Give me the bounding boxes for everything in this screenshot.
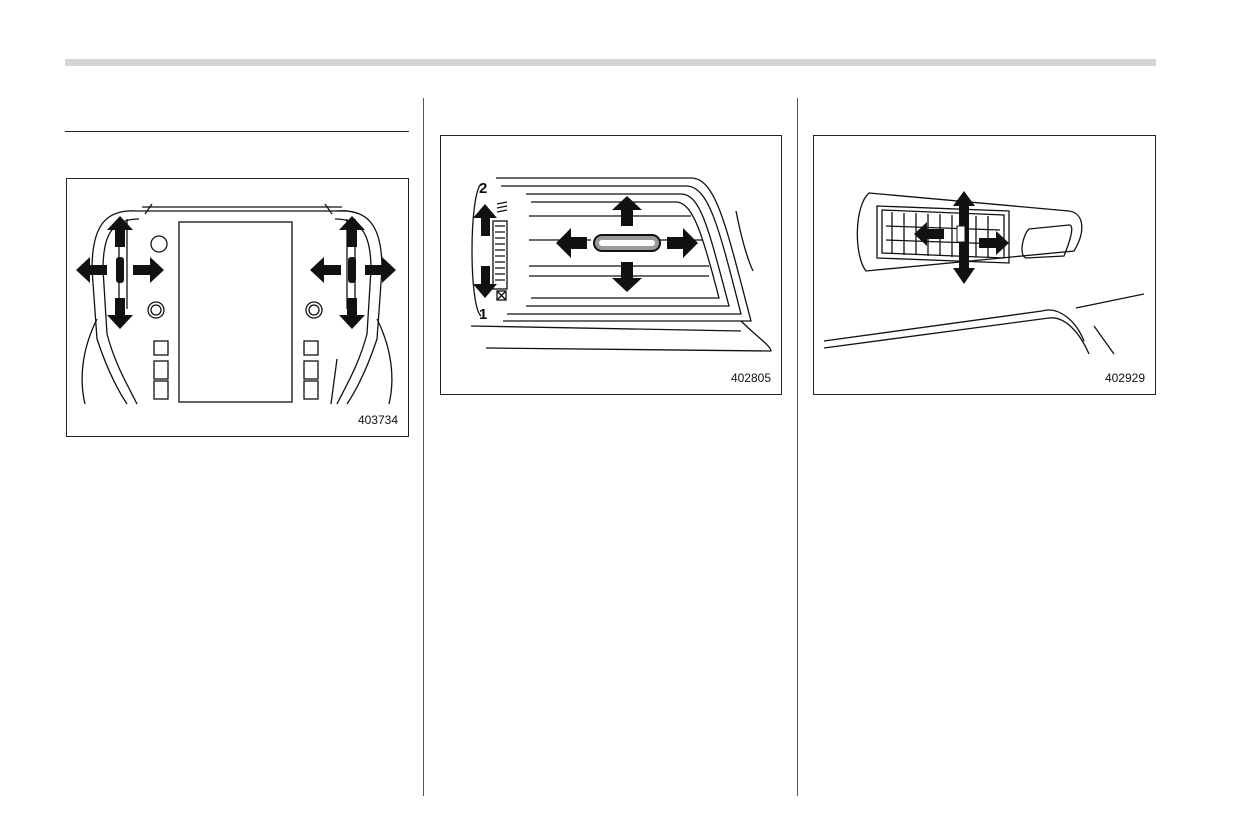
slot-vent-illustration	[823, 191, 1145, 355]
figure-side-vent-wheel: 2 1 402805	[440, 135, 782, 395]
label-open: 2	[479, 180, 487, 197]
figure-code: 402805	[730, 371, 771, 385]
section-rule	[65, 131, 409, 132]
center-vents-illustration	[76, 203, 396, 405]
figure-code: 402929	[1104, 371, 1145, 385]
column-divider-1	[423, 98, 424, 796]
header-rule	[65, 59, 1156, 66]
side-vent-illustration: 2 1	[470, 177, 772, 352]
figure-slot-vent: 402929	[813, 135, 1156, 395]
label-closed: 1	[479, 306, 487, 323]
column-divider-2	[797, 98, 798, 796]
figure-code: 403734	[357, 413, 398, 427]
figure-center-vents: 403734	[66, 178, 409, 437]
